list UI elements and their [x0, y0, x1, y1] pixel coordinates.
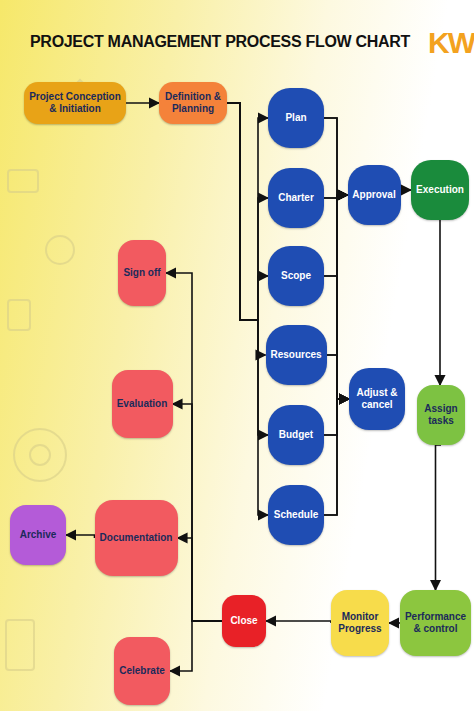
node-label: Celebrate: [119, 665, 165, 677]
connector-arrow: [227, 103, 266, 355]
logo-mark: KW: [428, 26, 474, 60]
process-box: Performance & control: [400, 590, 471, 656]
node-label: Plan: [285, 112, 306, 124]
process-box: Execution: [411, 160, 469, 220]
node-label: Assign tasks: [421, 403, 461, 427]
node-label: Archive: [20, 529, 57, 541]
node-label: Scope: [281, 270, 311, 282]
connector-arrow: [324, 195, 348, 276]
connector-arrow: [227, 103, 268, 320]
node-label: Close: [230, 615, 257, 627]
node-label: Evaluation: [117, 398, 168, 410]
connector-arrow: [436, 445, 442, 590]
process-box: Sign off: [118, 240, 166, 306]
node-label: Execution: [416, 184, 464, 196]
connector-arrow: [327, 355, 350, 399]
connector-arrow: [324, 118, 349, 399]
connector-arrow: [227, 103, 268, 435]
planning-pill: Charter: [268, 168, 324, 228]
node-label: Adjust & cancel: [353, 387, 401, 411]
node-label: Approval: [352, 189, 395, 201]
connector-arrow: [439, 220, 441, 385]
process-box: Monitor Progress: [331, 590, 389, 656]
connector-arrow: [389, 622, 400, 624]
node-label: Charter: [278, 192, 314, 204]
node-label: Schedule: [274, 509, 318, 521]
planning-pill: Plan: [268, 88, 324, 148]
connector-arrow: [173, 404, 223, 621]
node-label: Monitor Progress: [335, 611, 385, 635]
chart-title: PROJECT MANAGEMENT PROCESS FLOW CHART: [30, 33, 410, 51]
process-box: Assign tasks: [417, 385, 465, 445]
node-label: Budget: [279, 429, 313, 441]
connector-arrow: [66, 535, 95, 538]
node-label: Sign off: [123, 267, 160, 279]
node-label: Performance & control: [404, 611, 467, 635]
planning-pill: Budget: [268, 405, 324, 465]
connector-arrow: [324, 198, 349, 399]
process-box: Celebrate: [114, 637, 170, 705]
node-label: Project Conception & Initiation: [28, 91, 122, 115]
planning-pill: Scope: [268, 246, 324, 306]
node-label: Resources: [270, 349, 321, 361]
connector-arrow: [266, 621, 331, 623]
planning-pill: Resources: [266, 325, 327, 385]
process-box: Archive: [10, 505, 66, 565]
process-box: Project Conception & Initiation: [24, 82, 126, 124]
process-box: Evaluation: [112, 370, 173, 438]
connector-arrow: [227, 103, 268, 515]
connector-arrow: [178, 538, 223, 621]
connector-arrow: [401, 190, 412, 195]
process-box: Adjust & cancel: [349, 368, 405, 430]
connector-arrow: [126, 102, 159, 104]
node-label: Definition & Planning: [163, 91, 223, 115]
connector-arrow: [227, 103, 268, 320]
process-box: Documentation: [95, 500, 178, 576]
connector-arrow: [324, 399, 349, 515]
connector-arrow: [324, 118, 348, 195]
connector-arrow: [324, 276, 349, 399]
node-label: Documentation: [100, 532, 173, 544]
process-box: Close: [222, 595, 266, 647]
process-box: Definition & Planning: [159, 82, 227, 124]
process-box: Approval: [348, 165, 401, 225]
connector-arrow: [170, 621, 222, 671]
planning-pill: Schedule: [268, 485, 324, 545]
connector-arrow: [227, 103, 268, 320]
